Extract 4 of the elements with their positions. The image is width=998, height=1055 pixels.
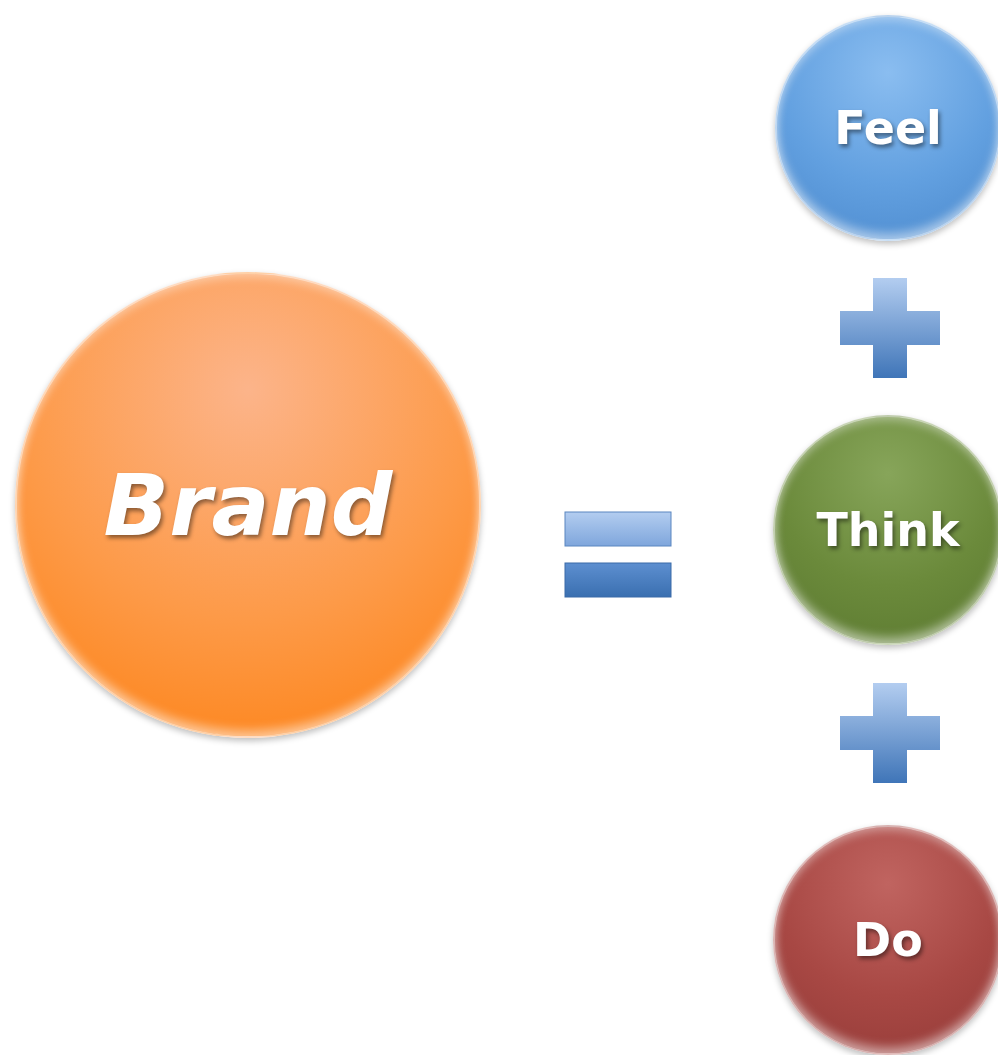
circle-label: Feel (834, 101, 942, 155)
circle-label: Think (816, 503, 960, 557)
circle-label: Brand (103, 455, 393, 555)
circle-label: Do (853, 913, 923, 967)
